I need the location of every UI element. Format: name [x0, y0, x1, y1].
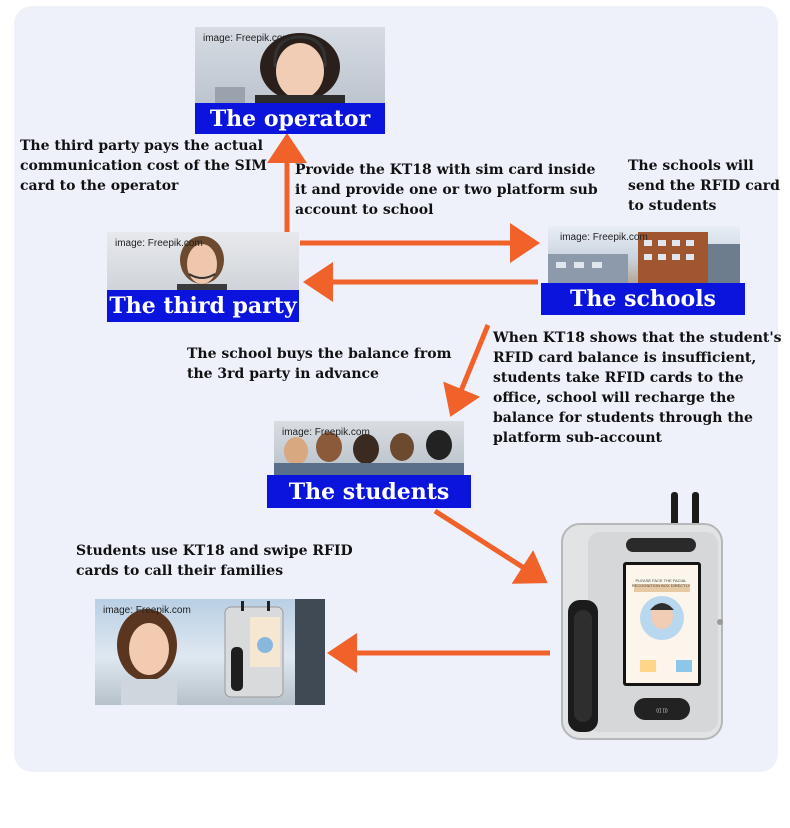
note-school-buys: The school buys the balance from the 3rd… [187, 346, 452, 382]
student-calling-photo: image: Freepik.com [95, 599, 325, 705]
note-schools-send: The schools will send the RFID card to s… [628, 158, 780, 214]
node-students: The students [267, 475, 471, 508]
image-credit: image: Freepik.com [203, 33, 291, 44]
node-schools: The schools [541, 283, 745, 315]
operator-photo: image: Freepik.com [195, 27, 385, 105]
note-students-use: Students use KT18 and swipe RFID cards t… [76, 543, 353, 579]
note-third-party-pays: The third party pays the actual communic… [20, 138, 267, 194]
arrow-schools-to-students [443, 324, 491, 417]
svg-text:((( ))): ((( ))) [656, 708, 668, 714]
schools-photo: image: Freepik.com [548, 226, 740, 286]
image-credit: image: Freepik.com [103, 605, 191, 616]
operator-figure [215, 33, 345, 105]
third-party-photo: image: Freepik.com [107, 232, 299, 292]
students-group [274, 430, 464, 475]
image-credit: image: Freepik.com [560, 232, 648, 243]
image-credit: image: Freepik.com [282, 427, 370, 438]
kt18-device: ((( ))) [561, 492, 723, 740]
school-building [548, 232, 740, 286]
arrow-students-to-device [433, 508, 548, 584]
third-party-figure [177, 236, 227, 292]
node-operator: The operator [195, 103, 385, 134]
students-photo: image: Freepik.com [274, 421, 464, 475]
note-recharge: When KT18 shows that the student's RFID … [493, 330, 782, 446]
node-third-party: The third party [107, 290, 299, 322]
device-screen-text: PLEASE FACE THE FACIAL RECOGNITION BOX D… [631, 578, 691, 588]
note-provide-sim: Provide the KT18 with sim card inside it… [295, 162, 598, 218]
image-credit: image: Freepik.com [115, 238, 203, 249]
student-with-phone [117, 599, 325, 705]
